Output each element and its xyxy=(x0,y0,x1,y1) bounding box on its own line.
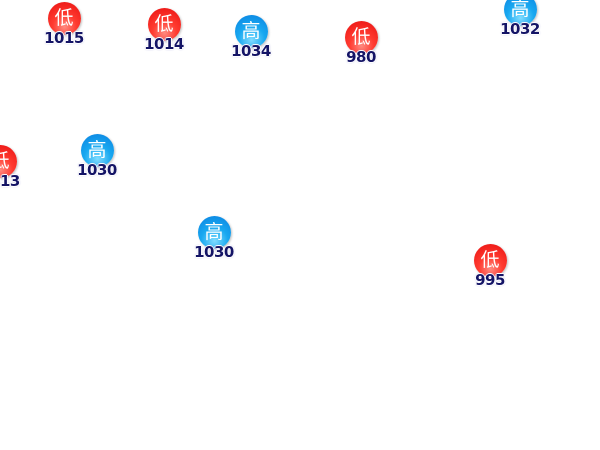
pressure-value: 1014 xyxy=(144,35,184,53)
high-pressure-icon: 高 xyxy=(197,216,231,249)
high-pressure-icon: 高 xyxy=(234,15,268,48)
pressure-value: 1034 xyxy=(231,42,271,60)
low-pressure-icon: 低 xyxy=(147,8,181,41)
low-pressure-icon: 低 xyxy=(0,145,17,178)
pressure-value: 1032 xyxy=(500,20,540,38)
low-pressure-marker[interactable]: 低 1015 xyxy=(34,2,94,58)
low-pressure-marker[interactable]: 低 1014 xyxy=(134,8,194,64)
pressure-value: 1030 xyxy=(77,161,117,179)
low-pressure-marker[interactable]: 低 1013 xyxy=(0,145,30,201)
high-pressure-marker[interactable]: 高 1030 xyxy=(184,216,244,272)
high-pressure-marker[interactable]: 高 1032 xyxy=(490,0,550,49)
pressure-value: 1015 xyxy=(44,29,84,47)
low-pressure-marker[interactable]: 低 995 xyxy=(460,244,520,300)
low-pressure-icon: 低 xyxy=(473,244,507,277)
pressure-value: 1030 xyxy=(194,243,234,261)
high-pressure-marker[interactable]: 高 1034 xyxy=(221,15,281,71)
high-pressure-marker[interactable]: 高 1030 xyxy=(67,134,127,190)
high-pressure-icon: 高 xyxy=(503,0,537,26)
pressure-value: 995 xyxy=(475,271,505,289)
low-pressure-icon: 低 xyxy=(344,21,378,54)
high-pressure-icon: 高 xyxy=(80,134,114,167)
low-pressure-icon: 低 xyxy=(47,2,81,35)
pressure-value: 1013 xyxy=(0,172,20,190)
low-pressure-marker[interactable]: 低 980 xyxy=(331,21,391,77)
pressure-value: 980 xyxy=(346,48,376,66)
